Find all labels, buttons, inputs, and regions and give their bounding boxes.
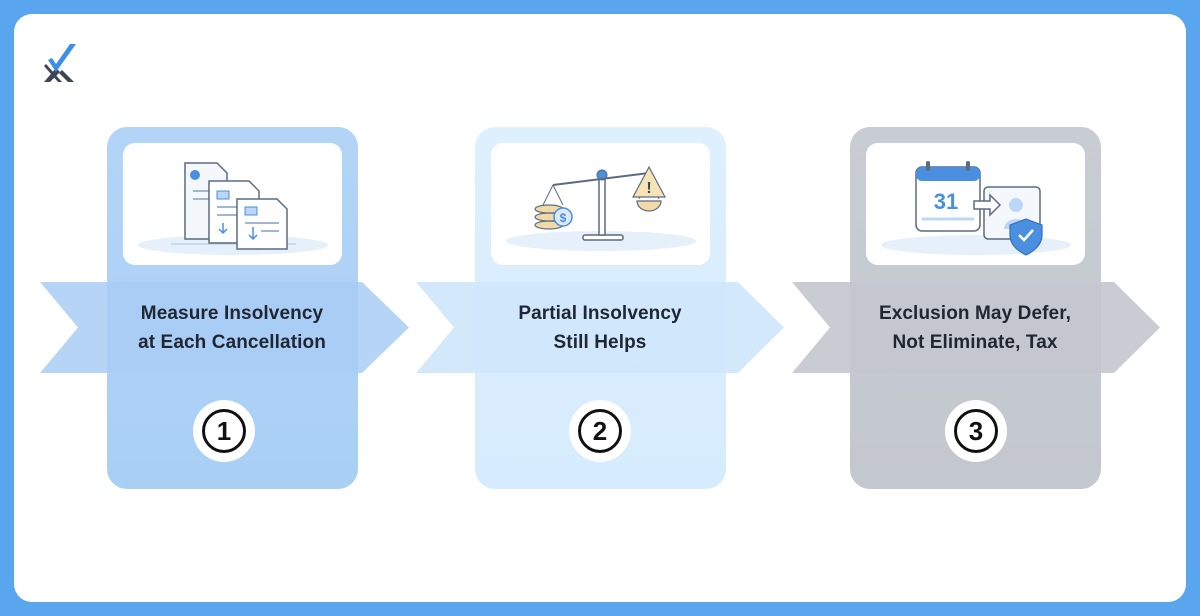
warning-symbol: ! bbox=[646, 180, 651, 197]
calendar-shield-icon: 31 bbox=[866, 143, 1085, 265]
step-3-label: Exclusion May Defer, Not Eliminate, Tax bbox=[878, 302, 1072, 353]
step-1-number: 1 bbox=[193, 400, 255, 462]
balance-scale-icon: $ ! bbox=[491, 143, 710, 265]
coin-symbol: $ bbox=[560, 211, 567, 225]
calendar-day: 31 bbox=[934, 189, 958, 214]
step-1-number-text: 1 bbox=[202, 409, 246, 453]
step-2-arrow bbox=[416, 282, 784, 373]
documents-icon bbox=[123, 143, 342, 265]
step-3-number-text: 3 bbox=[954, 409, 998, 453]
step-2-number: 2 bbox=[569, 400, 631, 462]
step-3-number: 3 bbox=[945, 400, 1007, 462]
step-3-arrow bbox=[792, 282, 1160, 373]
step-1-arrow bbox=[40, 282, 409, 373]
brand-logo bbox=[42, 42, 78, 84]
step-2-number-text: 2 bbox=[578, 409, 622, 453]
step-2-label: Partial Insolvency Still Helps bbox=[518, 302, 682, 353]
step-1-label: Measure Insolvency at Each Cancellation bbox=[138, 302, 326, 353]
